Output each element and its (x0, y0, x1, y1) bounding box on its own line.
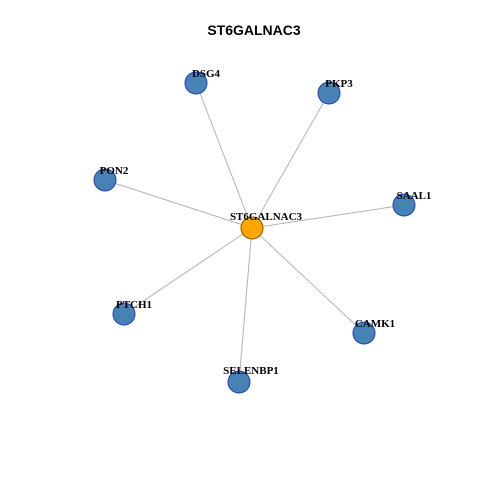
node-pkp3 (317, 81, 341, 105)
node-pon2 (93, 168, 117, 192)
hub-node-st6galnac3 (240, 216, 264, 240)
node-label-camk1: CAMK1 (355, 318, 395, 330)
edge-st6galnac3-pkp3 (251, 92, 330, 229)
node-layer (93, 71, 416, 394)
node-saal1 (392, 193, 416, 217)
edge-st6galnac3-selenbp1 (238, 227, 253, 383)
node-label-pkp3: PKP3 (325, 78, 353, 90)
node-label-dsg4: DSG4 (192, 68, 221, 80)
node-selenbp1 (227, 370, 251, 394)
edge-layer (104, 82, 405, 383)
label-layer: ST6GALNAC3 DSG4PKP3PON2SAAL1PTCH1CAMK1SEL… (100, 68, 432, 377)
edge-st6galnac3-pon2 (104, 179, 253, 229)
node-label-saal1: SAAL1 (397, 190, 432, 202)
node-ptch1 (112, 302, 136, 326)
node-label-pon2: PON2 (100, 165, 129, 177)
node-label-selenbp1: SELENBP1 (223, 365, 279, 377)
node-camk1 (352, 321, 376, 345)
node-dsg4 (184, 71, 208, 95)
edge-st6galnac3-dsg4 (195, 82, 253, 229)
node-label-ptch1: PTCH1 (116, 299, 152, 311)
edge-st6galnac3-camk1 (251, 227, 365, 334)
diagram-title: ST6GALNAC3 (207, 22, 301, 38)
edge-st6galnac3-ptch1 (123, 227, 253, 315)
edge-st6galnac3-saal1 (251, 204, 405, 229)
node-label-st6galnac3: ST6GALNAC3 (230, 211, 303, 223)
